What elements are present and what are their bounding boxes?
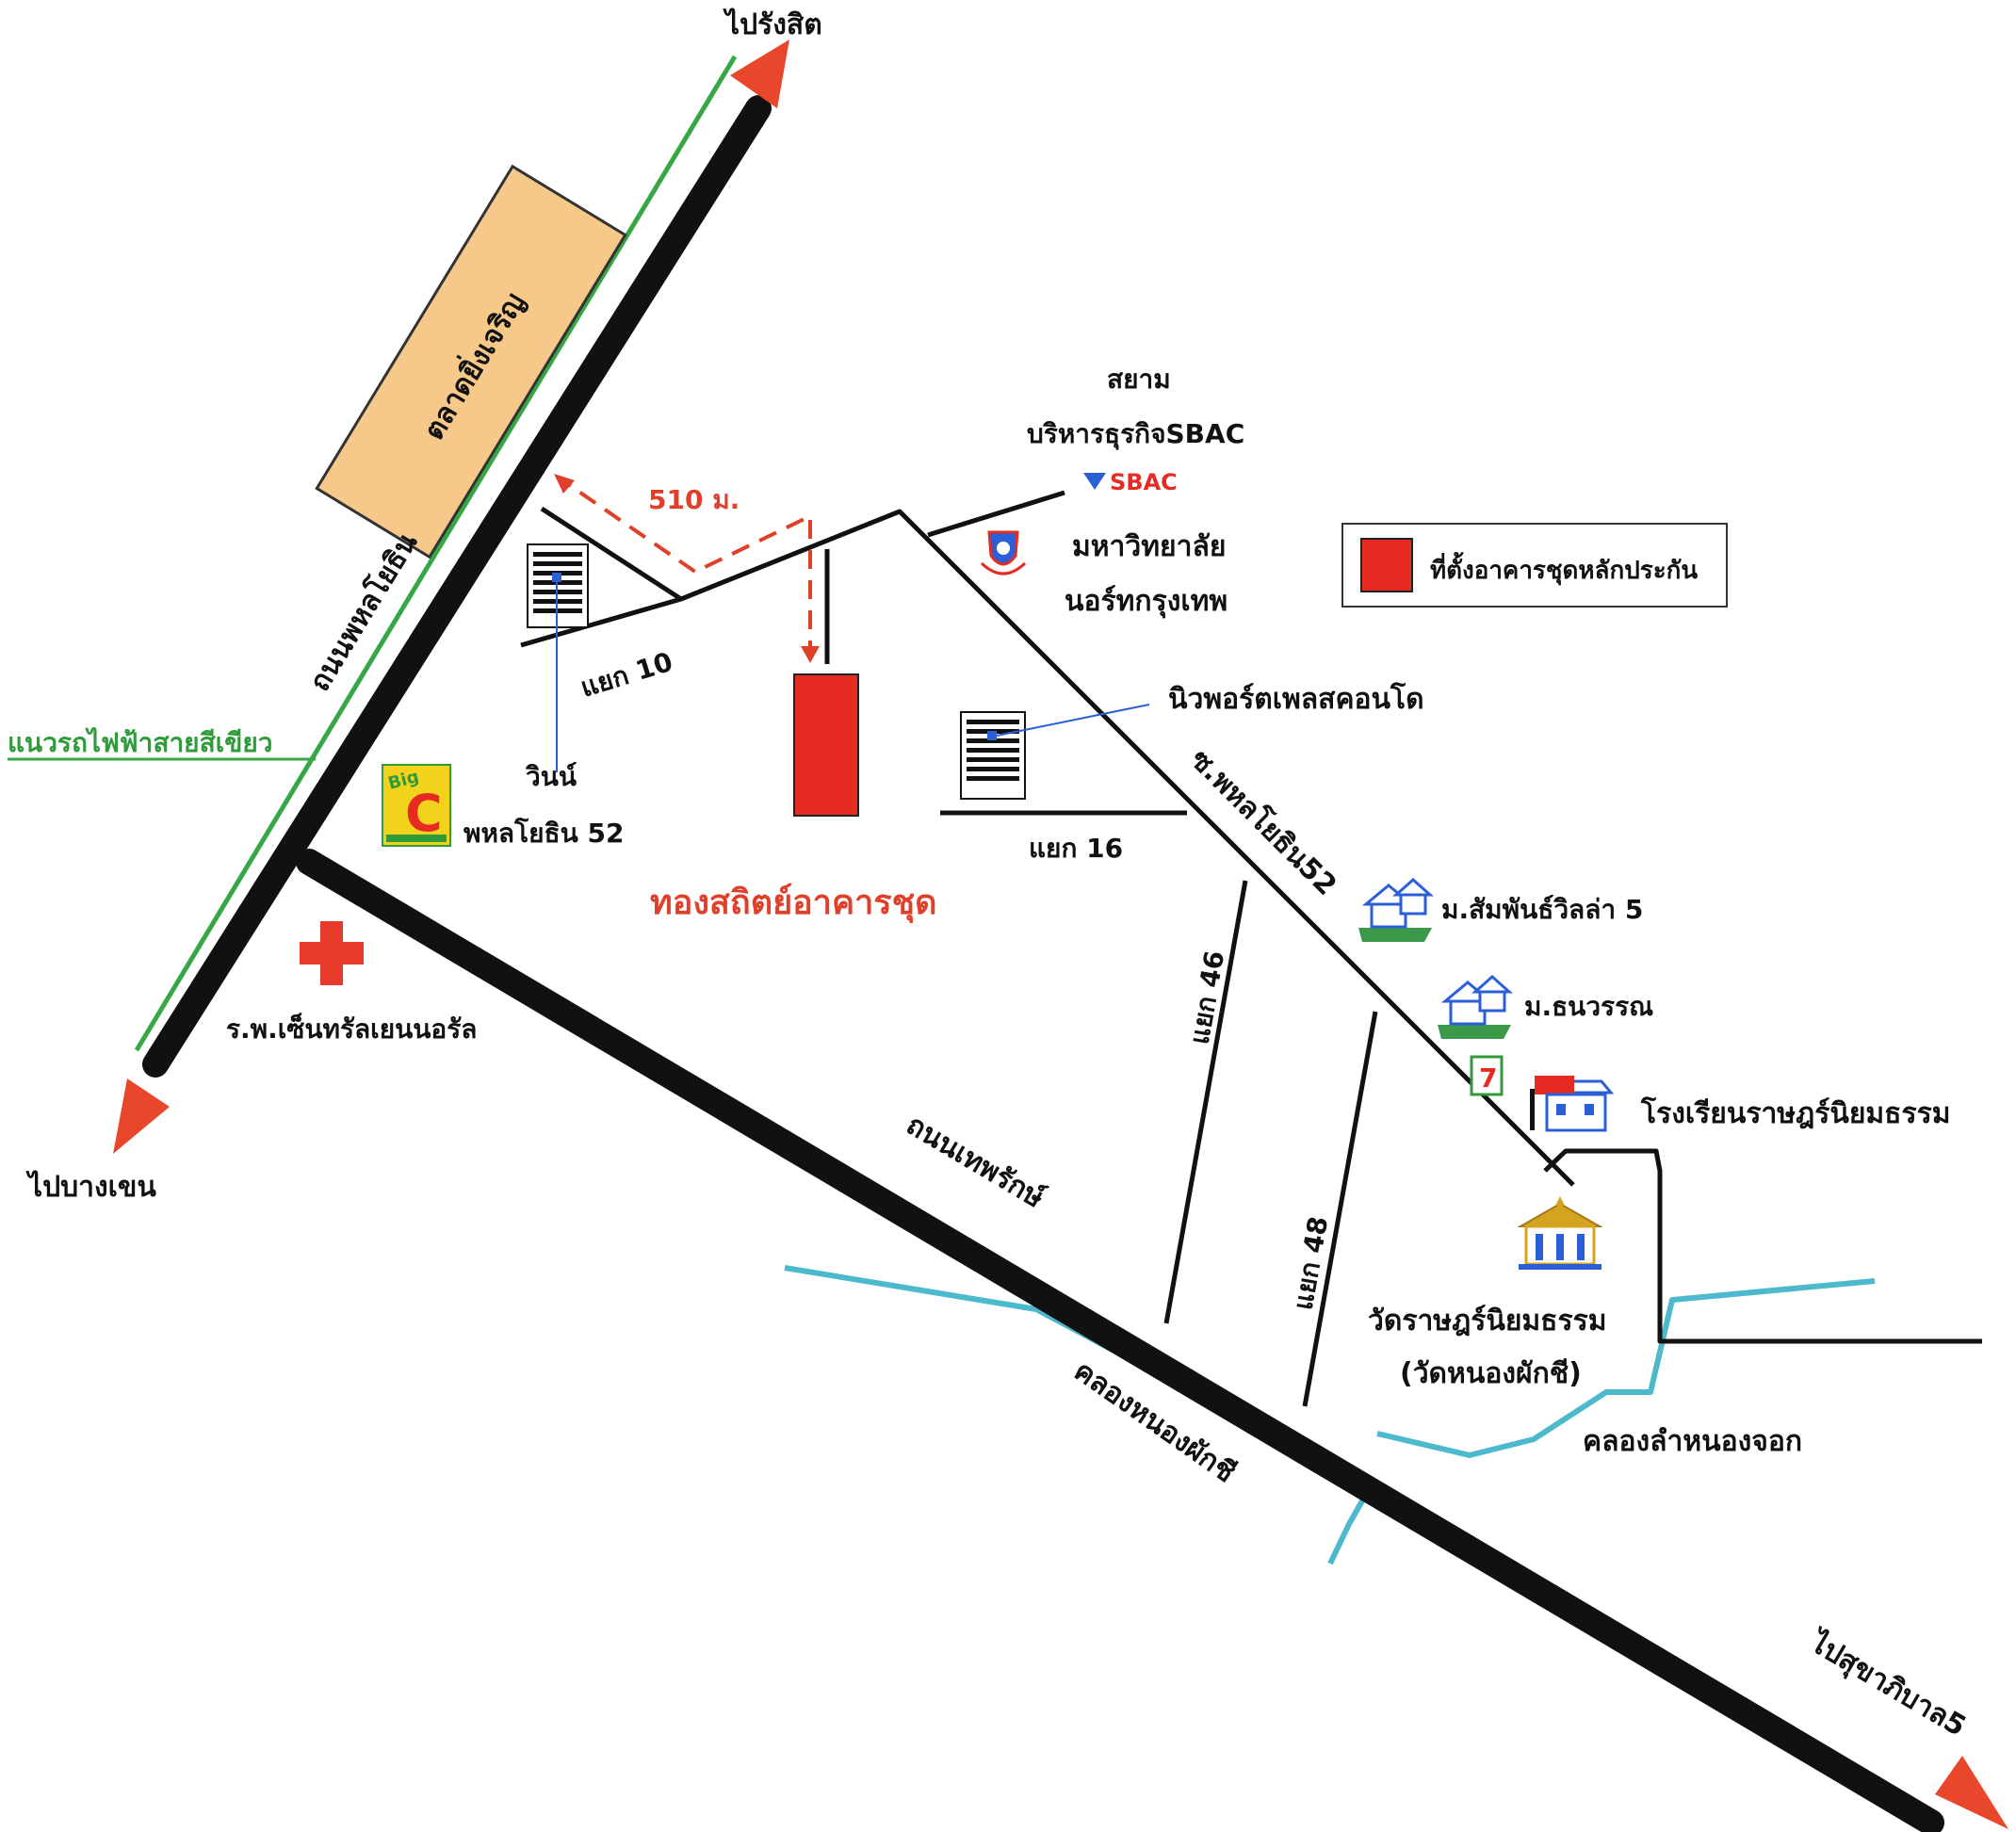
bigc-icon bbox=[382, 764, 451, 847]
label-samphan-villa: ม.สัมพันธ์วิลล่า 5 bbox=[1441, 894, 1643, 925]
legend-swatch bbox=[1360, 538, 1413, 592]
soi-48-road bbox=[1302, 1011, 1378, 1407]
label-soi-10: แยก 10 bbox=[577, 646, 675, 704]
village-samphan-icon bbox=[1358, 877, 1434, 942]
route-arrow-down bbox=[801, 646, 820, 663]
label-to-rangsit: ไปรังสิต bbox=[723, 8, 822, 41]
legend-label: ที่ตั้งอาคารชุดหลักประกัน bbox=[1430, 551, 1698, 586]
label-temple-2: (วัดหนองผักชี) bbox=[1400, 1357, 1582, 1390]
label-siam: สยาม bbox=[1107, 364, 1171, 395]
label-to-sukhaphiban5: ไปสุขาภิบาล5 bbox=[1802, 1624, 1972, 1743]
direction-arrows bbox=[113, 40, 2008, 1829]
market-box bbox=[315, 164, 627, 559]
hospital-cross-icon bbox=[300, 921, 364, 985]
route-arrow-up bbox=[554, 474, 575, 494]
label-thanawan: ม.ธนวรรณ bbox=[1524, 991, 1653, 1022]
newport-building-icon bbox=[960, 711, 1026, 800]
phahon-road bbox=[142, 95, 772, 1078]
label-distance: 510 ม. bbox=[648, 484, 740, 515]
label-soi-48: แยก 48 bbox=[1287, 1214, 1334, 1312]
label-north-univ-1: มหาวิทยาลัย bbox=[1072, 530, 1226, 563]
green-line-track bbox=[8, 55, 738, 1052]
arrow-to-bangkhen bbox=[113, 1078, 170, 1154]
label-thepharak: ถนนเทพรักษ์ bbox=[901, 1109, 1050, 1215]
arrow-to-sukhaphiban5 bbox=[1935, 1756, 2008, 1829]
sbac-logo: SBAC bbox=[1110, 469, 1178, 495]
main-roads bbox=[142, 95, 1944, 1832]
label-to-bangkhen: ไปบางเขน bbox=[25, 1170, 156, 1204]
legend-box bbox=[1341, 523, 1728, 608]
canal-lamnongjok-line bbox=[1376, 1278, 1876, 1458]
label-sbac-college: บริหารธุรกิจSBAC bbox=[1027, 418, 1244, 450]
svg-text:C: C bbox=[405, 784, 443, 843]
svg-text:7: 7 bbox=[1479, 1062, 1497, 1094]
label-green-line: แนวรถไฟฟ้าสายสีเขียว bbox=[8, 727, 273, 758]
route-dashed bbox=[563, 480, 812, 659]
university-shield-icon bbox=[980, 530, 1027, 576]
condo-target-marker bbox=[793, 673, 859, 817]
label-win: วินน์ bbox=[525, 761, 577, 792]
school-icon bbox=[1530, 1076, 1615, 1132]
label-win-sub: พหลโยธิน 52 bbox=[463, 817, 624, 849]
seven-eleven-icon bbox=[1470, 1055, 1504, 1096]
arrow-to-rangsit bbox=[730, 40, 789, 108]
label-condo-name: ทองสถิตย์อาคารชุด bbox=[650, 883, 936, 924]
label-north-univ-2: นอร์ทกรุงเทพ bbox=[1065, 585, 1227, 619]
thepharak-road bbox=[296, 849, 1944, 1832]
label-soi-16: แยก 16 bbox=[1029, 833, 1123, 864]
village-thanawan-icon bbox=[1438, 974, 1513, 1039]
temple-icon bbox=[1517, 1196, 1603, 1270]
label-school: โรงเรียนราษฎร์นิยมธรรม bbox=[1640, 1095, 1951, 1130]
label-hospital: ร.พ.เซ็นทรัลเยนนอรัล bbox=[226, 1013, 477, 1045]
label-newport: นิวพอร์ตเพลสคอนโด bbox=[1168, 681, 1424, 716]
sbac-triangle-icon bbox=[1083, 473, 1106, 490]
label-temple-1: วัดราษฎร์นิยมธรรม bbox=[1368, 1305, 1607, 1338]
minor-roads bbox=[520, 490, 1982, 1407]
soi-46-road bbox=[1163, 880, 1248, 1324]
label-canal-lamnongjok: คลองลำหนองจอก bbox=[1583, 1425, 1802, 1458]
soi-phahon52-road bbox=[680, 509, 1575, 1187]
canal-lines bbox=[784, 1265, 1876, 1565]
